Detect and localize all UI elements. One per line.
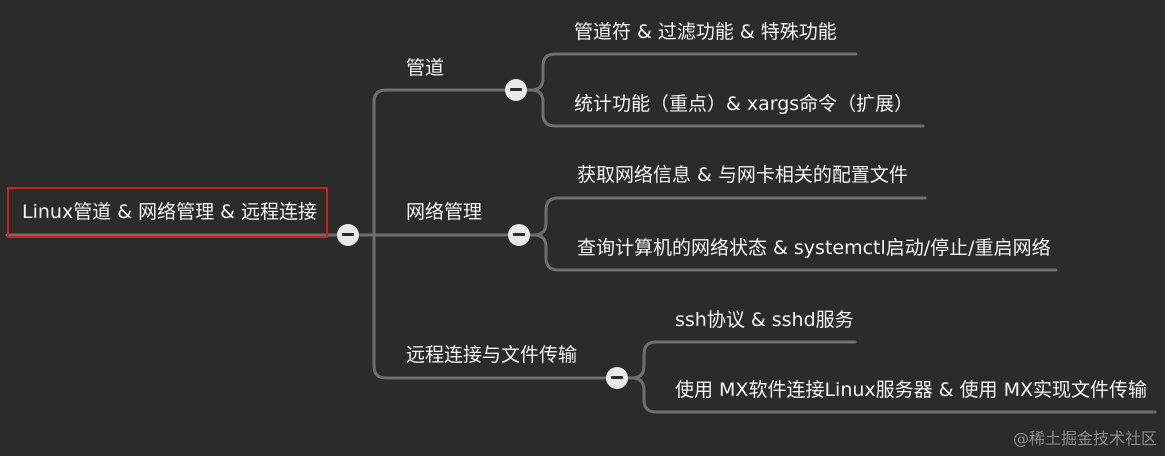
connector-trunk-upper: [372, 88, 507, 237]
connector-branch1-child2: [525, 88, 925, 128]
root-node[interactable]: Linux管道 & 网络管理 & 远程连接: [7, 187, 328, 238]
minus-icon: [513, 233, 525, 236]
watermark-text: @稀土掘金技术社区: [1012, 429, 1157, 448]
minus-icon: [510, 88, 522, 91]
branch-node-pipe[interactable]: 管道: [406, 57, 445, 79]
leaf-node[interactable]: 统计功能（重点）& xargs命令（扩展）: [574, 93, 914, 115]
branch-remote-collapse-button[interactable]: [606, 367, 628, 389]
leaf-node[interactable]: ssh协议 & sshd服务: [675, 309, 854, 331]
minus-icon: [611, 376, 623, 379]
leaf-node[interactable]: 管道符 & 过滤功能 & 特殊功能: [574, 21, 837, 43]
connector-branch2-child2: [528, 233, 1058, 272]
leaf-node[interactable]: 使用 MX软件连接Linux服务器 & 使用 MX实现文件传输: [675, 379, 1147, 401]
connector-branch1-child1: [525, 52, 858, 92]
connector-branch3-child2: [626, 376, 1157, 414]
connector-branch2-child1: [528, 196, 927, 237]
connector-branch3-child1: [626, 340, 857, 380]
leaf-node[interactable]: 获取网络信息 & 与网卡相关的配置文件: [577, 164, 908, 186]
branch-pipe-collapse-button[interactable]: [505, 79, 527, 101]
branch-network-collapse-button[interactable]: [508, 224, 530, 246]
branch-node-network[interactable]: 网络管理: [406, 201, 483, 223]
connector-trunk-lower: [372, 233, 608, 380]
root-collapse-button[interactable]: [337, 224, 359, 246]
branch-node-remote[interactable]: 远程连接与文件传输: [406, 344, 578, 366]
minus-icon: [342, 233, 354, 236]
leaf-node[interactable]: 查询计算机的网络状态 & systemctl启动/停止/重启网络: [577, 237, 1051, 259]
